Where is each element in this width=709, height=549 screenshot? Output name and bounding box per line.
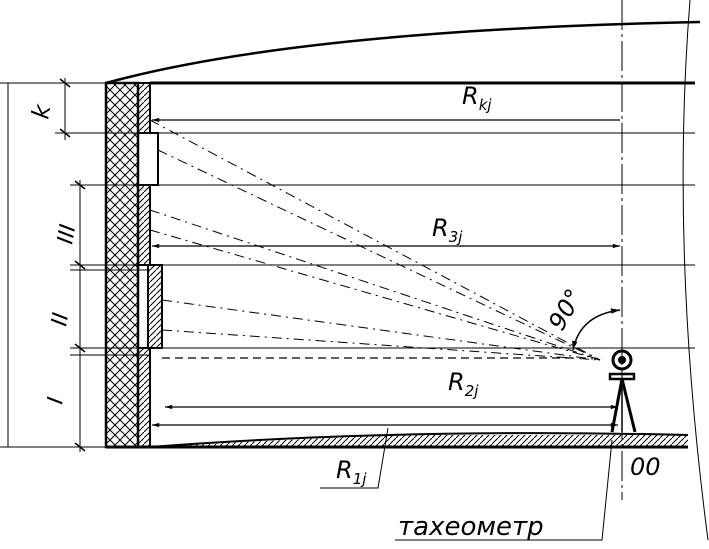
section-i-label: I xyxy=(43,395,69,406)
section-k-label: k xyxy=(26,101,56,121)
wall-section xyxy=(104,81,163,449)
right-boundary xyxy=(682,0,709,541)
radius-k-label: Rkj xyxy=(462,82,492,114)
labels: k III II I Rkj R3j R2j R1j 90° 00 тахеом… xyxy=(26,82,660,542)
axis-label: 00 xyxy=(630,453,661,481)
section-ii-label: II xyxy=(47,311,74,328)
roof-curve xyxy=(105,20,701,85)
angle-arc xyxy=(572,308,621,351)
sight-rays xyxy=(149,119,601,361)
radius-arrows xyxy=(152,117,621,428)
leader-lines xyxy=(320,427,613,541)
floor xyxy=(106,432,689,449)
instrument-label: тахеометр xyxy=(398,512,544,542)
radius-2-label: R2j xyxy=(448,368,479,400)
level-lines xyxy=(0,81,695,448)
total-station-icon xyxy=(608,349,637,433)
dimension-lines xyxy=(7,78,86,452)
radius-3-label: R3j xyxy=(432,214,463,246)
radius-1-label: R1j xyxy=(336,456,367,488)
angle-label: 90° xyxy=(543,284,589,335)
section-iii-label: III xyxy=(53,223,81,247)
